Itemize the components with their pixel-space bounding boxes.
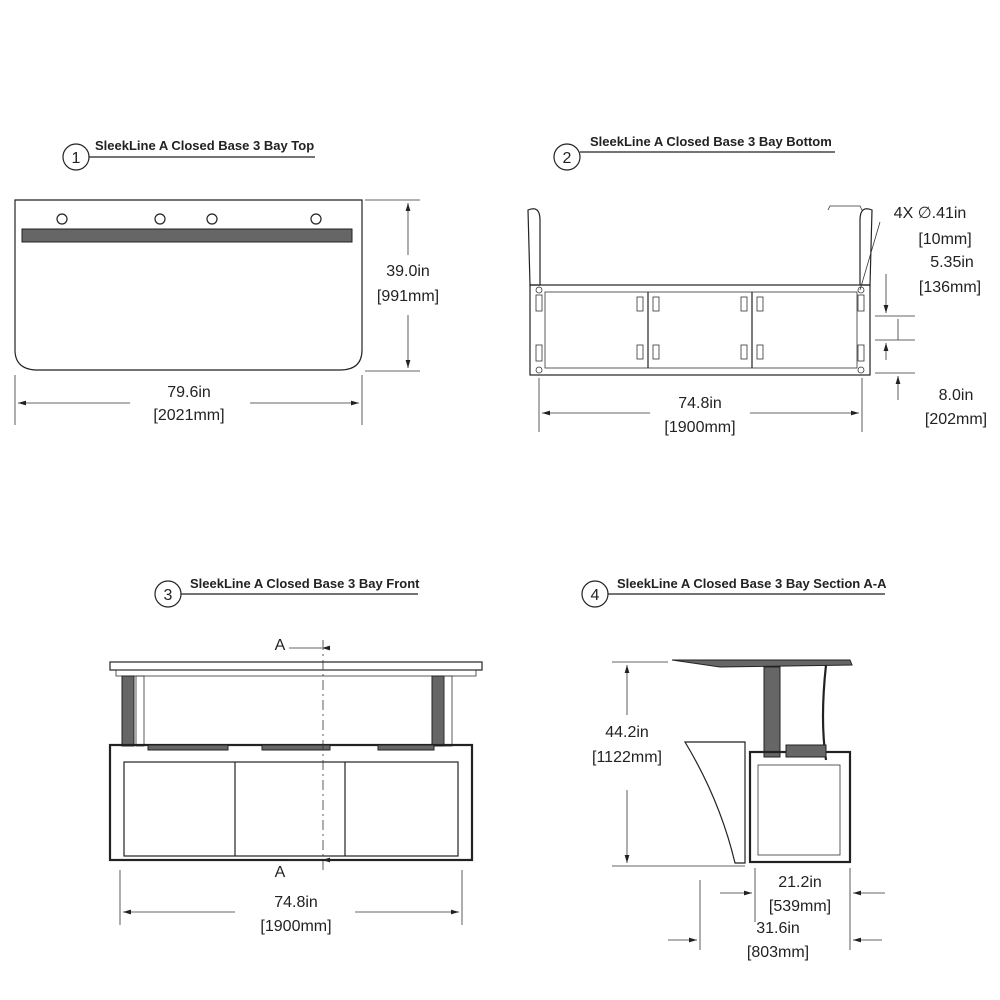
view-number: 3 (164, 587, 173, 604)
section-label-bottom: A (275, 864, 286, 881)
view-1-top: 1 SleekLine A Closed Base 3 Bay Top 39.0… (14, 138, 439, 425)
dimension-base-in: 21.2in (778, 874, 822, 891)
view-title: SleekLine A Closed Base 3 Bay Section A-… (617, 576, 887, 591)
dimension-depth-in: 31.6in (756, 920, 800, 937)
rail (21, 228, 353, 243)
modesty-panel (683, 741, 746, 864)
dimension-height-in: 8.0in (939, 387, 974, 404)
view-4-section: 4 SleekLine A Closed Base 3 Bay Section … (581, 576, 887, 961)
dimension-width-mm: [1900mm] (664, 419, 735, 436)
desktop-outline (14, 199, 363, 371)
dimension-height-mm: [202mm] (925, 411, 987, 428)
dimension-width-mm: [1900mm] (260, 918, 331, 935)
dimension-base-mm: [539mm] (769, 898, 831, 915)
lift-column (763, 666, 781, 758)
view-title: SleekLine A Closed Base 3 Bay Bottom (590, 134, 832, 149)
dimension-holes-mm: [10mm] (918, 231, 971, 248)
dimension-depth-mm: [803mm] (747, 944, 809, 961)
dimension-width-mm: [2021mm] (153, 407, 224, 424)
dimension-offset-mm: [136mm] (919, 279, 981, 296)
dimension-height-in: 44.2in (605, 724, 649, 741)
view-title: SleekLine A Closed Base 3 Bay Front (190, 576, 420, 591)
dimension-width-in: 74.8in (274, 894, 318, 911)
dimension-depth-mm: [991mm] (377, 288, 439, 305)
desktop (109, 661, 483, 671)
view-title: SleekLine A Closed Base 3 Bay Top (95, 138, 314, 153)
section-label-top: A (275, 637, 286, 654)
dimension-holes: 4X ∅.41in (894, 205, 967, 222)
dimension-offset-in: 5.35in (930, 254, 974, 271)
dimension-depth-in: 39.0in (386, 263, 430, 280)
base-frame (529, 284, 871, 376)
view-3-front: 3 SleekLine A Closed Base 3 Bay Front A … (108, 576, 483, 935)
view-number: 4 (591, 587, 600, 604)
dimension-width-in: 74.8in (678, 395, 722, 412)
dimension-height-mm: [1122mm] (592, 749, 662, 766)
view-2-bottom: 2 SleekLine A Closed Base 3 Bay Bottom 4… (527, 134, 987, 436)
dimension-width-in: 79.6in (167, 384, 211, 401)
view-number: 2 (563, 150, 572, 167)
view-number: 1 (72, 150, 81, 167)
